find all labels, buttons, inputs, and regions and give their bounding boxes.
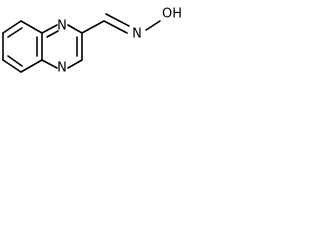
atom-labels: N N N OH [57, 7, 182, 76]
bond-ch-n-inner [105, 13, 130, 27]
chemical-structure: N N N OH [2, 7, 182, 76]
bond-n1-c2 [67, 24, 83, 34]
bond-c8a-n1-inner [46, 30, 59, 38]
bond-lines [2, 13, 161, 73]
bond-c2-ch [81, 20, 105, 34]
bond-c8a-n1 [41, 24, 58, 34]
bond-c3-n4 [67, 59, 83, 69]
bond-c7-c7-inner [7, 27, 23, 38]
bond-n4-c4a [41, 59, 58, 69]
atom-oxime-n-label: N [132, 27, 142, 42]
bond-n-o [145, 20, 161, 31]
bond-c8-c7 [2, 20, 22, 34]
bond-c8a-c8 [20, 20, 43, 34]
atom-n1-label: N [57, 19, 67, 34]
bond-c6-c5 [2, 59, 22, 73]
bond-c6-c5-inner [7, 55, 23, 67]
bond-c5-c4a [20, 59, 43, 73]
atom-n4-label: N [57, 61, 67, 76]
bond-ch-n-outer [103, 20, 128, 34]
atom-oxime-oh-label: OH [162, 7, 182, 22]
